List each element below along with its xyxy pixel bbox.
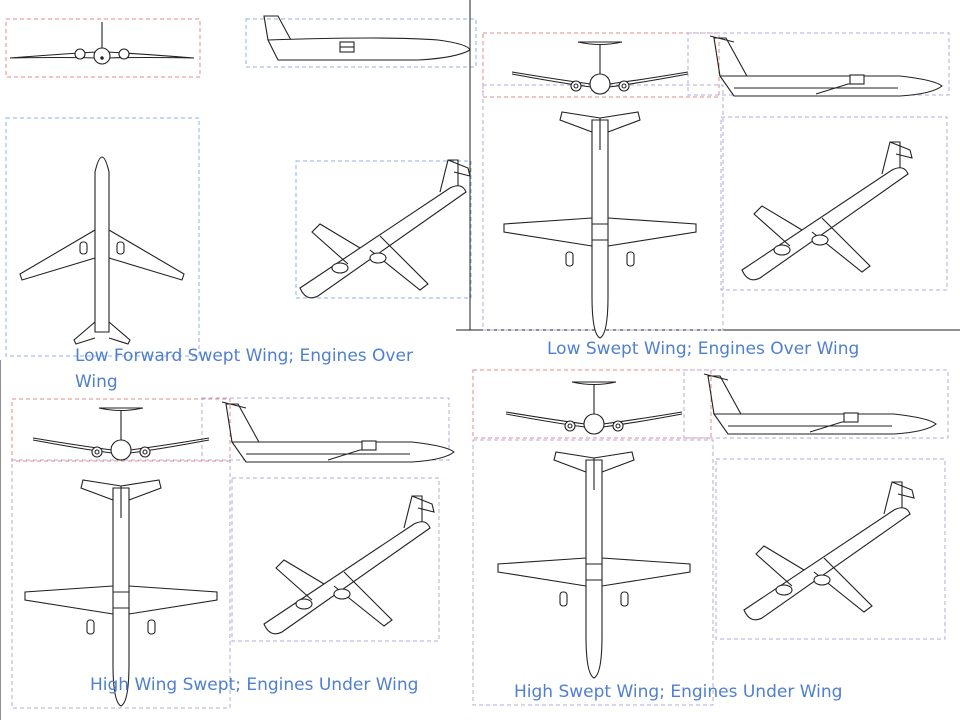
panel-caption-high-swept-wing: High Swept Wing; Engines Under Wing <box>514 682 843 702</box>
panel-caption-high-wing-swept: High Wing Swept; Engines Under Wing <box>90 675 419 695</box>
panel-1-drawings <box>456 0 960 339</box>
panel-3-drawings <box>472 369 949 706</box>
panel-2-drawings <box>0 360 455 720</box>
panel-0-drawings <box>5 15 477 357</box>
panel-caption-low-swept: Low Swept Wing; Engines Over Wing <box>547 339 860 359</box>
panel-caption-low-forward-swept: Low Forward Swept Wing; Engines Over Win… <box>75 346 413 392</box>
